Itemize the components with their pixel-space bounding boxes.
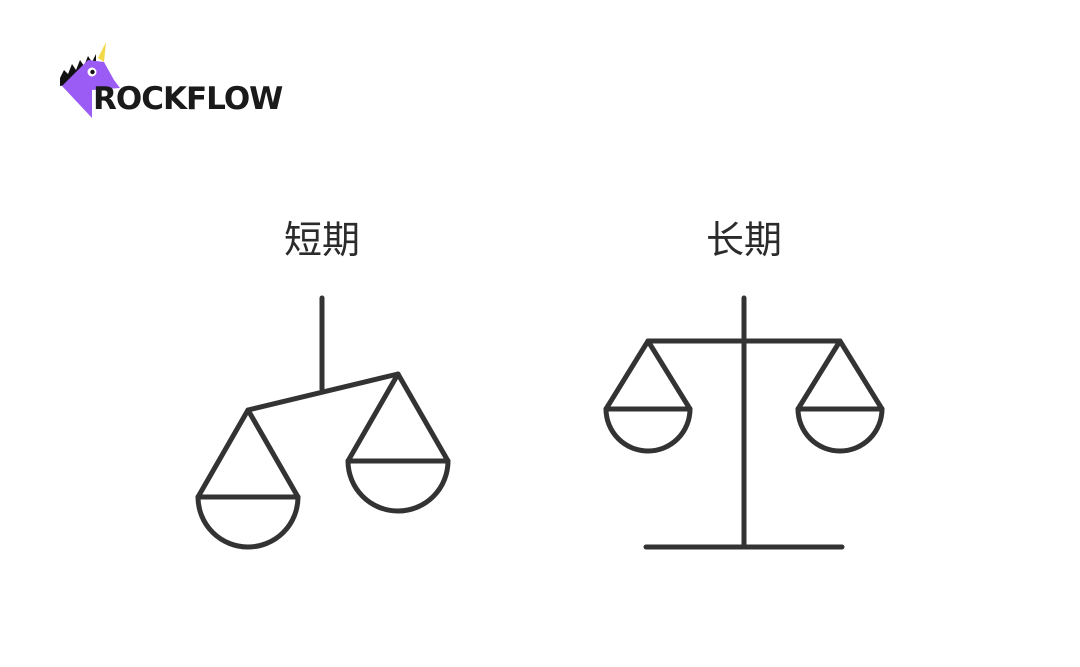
balanced-scale-icon (603, 295, 885, 550)
long-term-title: 长期 (705, 218, 782, 262)
brand-name: ROCKFLOW (93, 81, 283, 117)
short-term-title: 短期 (283, 218, 360, 262)
rockflow-logo: ROCKFLOW (58, 40, 298, 122)
unbalanced-scale-icon (195, 295, 451, 550)
unicorn-head-icon (60, 42, 120, 118)
